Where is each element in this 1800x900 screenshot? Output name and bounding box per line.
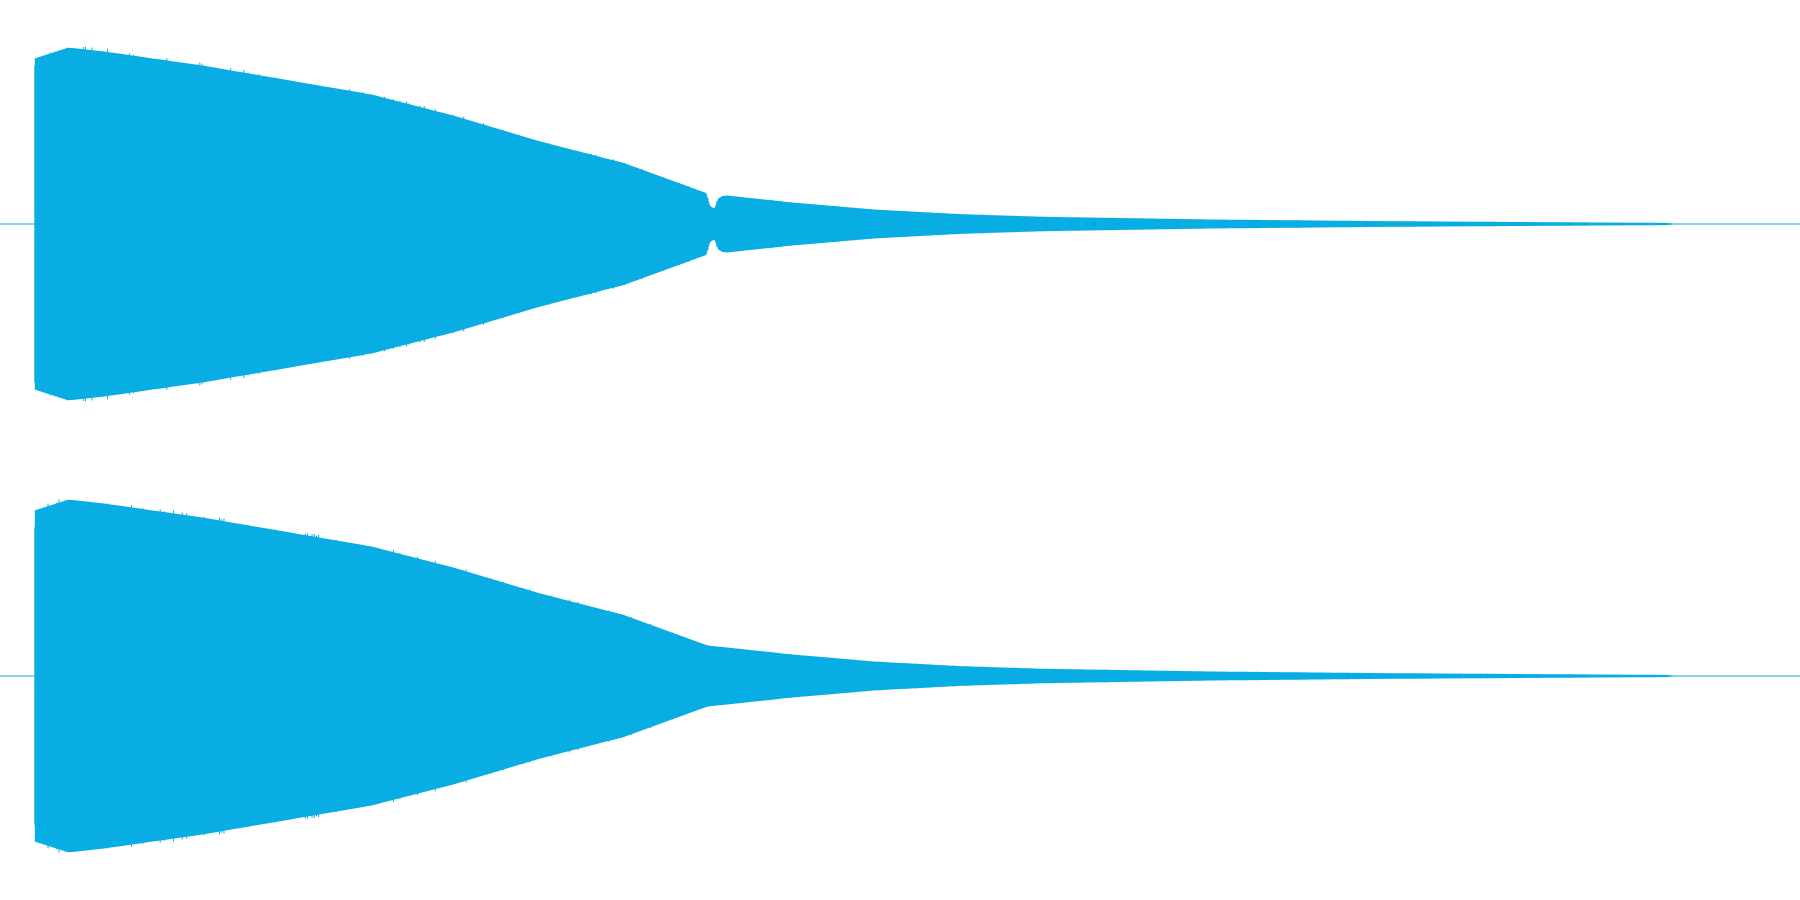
waveform-samples — [34, 46, 1675, 402]
waveform-envelope — [34, 47, 1683, 401]
channel-bottom — [0, 499, 1800, 853]
channel-top — [0, 46, 1800, 402]
waveform-envelope — [34, 499, 1683, 853]
waveform-samples — [34, 499, 1675, 853]
